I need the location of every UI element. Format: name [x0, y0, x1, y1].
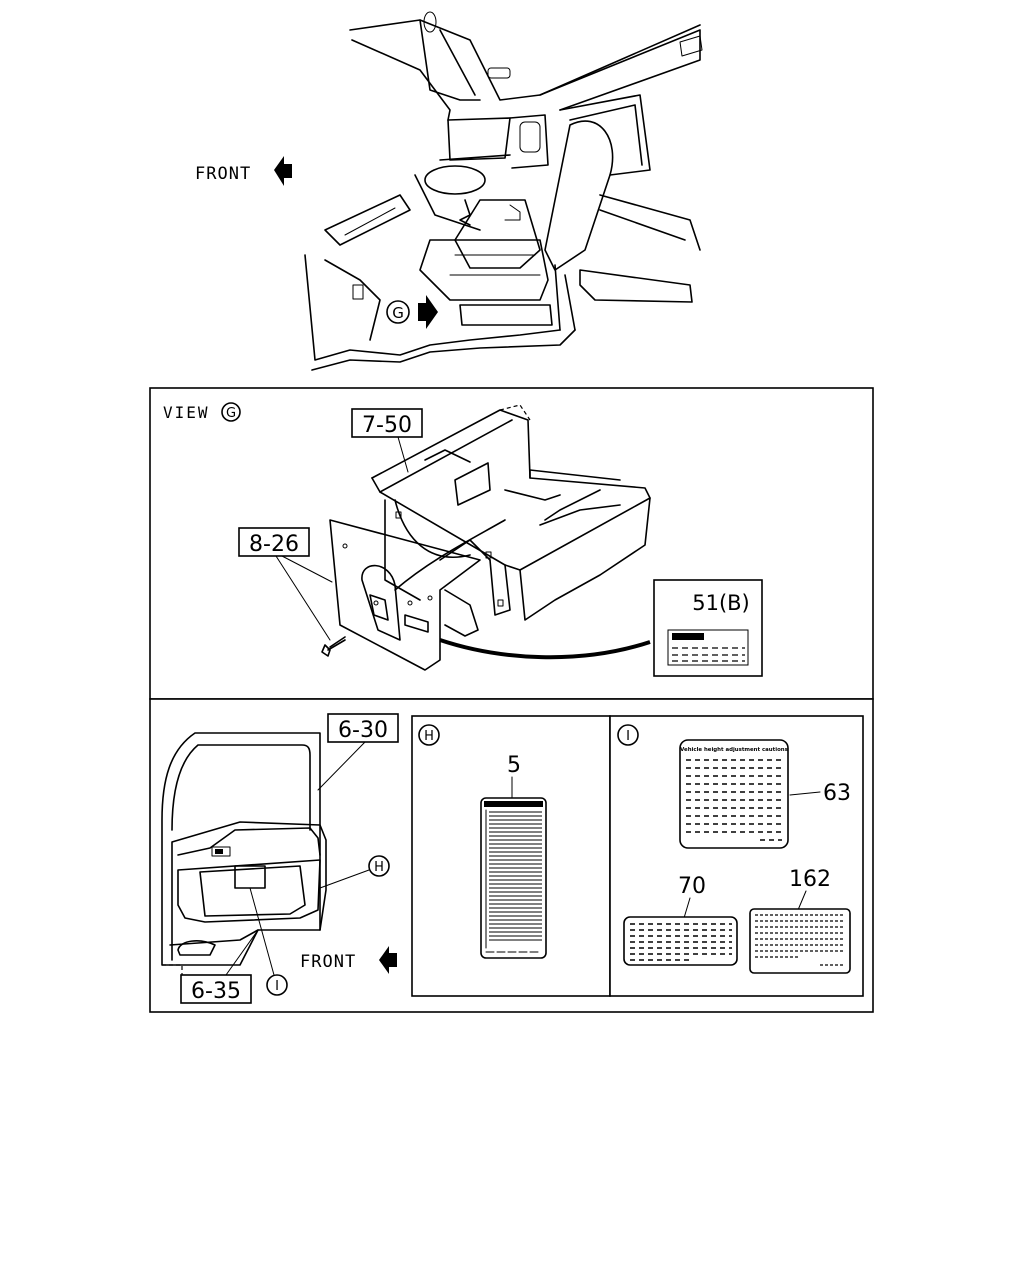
leader-i	[249, 887, 275, 976]
view-g-title-marker-letter: G	[226, 406, 236, 421]
detail-i-marker-circle	[617, 724, 639, 746]
door-illustration	[161, 732, 327, 995]
front-label-bottom: FRONT	[300, 952, 356, 972]
decal-63-header: Vehicle height adjustment cautions	[680, 747, 788, 753]
leader-h	[319, 869, 370, 889]
detail-h-marker-circle	[418, 724, 440, 746]
ref-label-7-50: 7-50	[362, 413, 412, 438]
ref-box-8-26	[238, 527, 310, 557]
decal-51b-lines	[672, 647, 745, 662]
ref-label-6-35: 6-35	[191, 979, 241, 1004]
view-g-title: VIEW	[163, 403, 210, 422]
door-h-marker-circle	[368, 855, 390, 877]
leader-8-26-a	[275, 555, 331, 641]
decal-70-lines	[630, 923, 732, 961]
front-label-top: FRONT	[195, 164, 251, 184]
decal-63-lines	[686, 759, 782, 841]
cab-interior-illustration	[304, 11, 703, 371]
decal-5	[480, 797, 547, 959]
leader-162	[797, 890, 807, 911]
detail-h-marker-letter: H	[424, 729, 434, 744]
leader-51b-curve	[439, 638, 651, 660]
ref-box-7-50	[351, 408, 423, 438]
front-arrow-top-icon	[274, 156, 292, 186]
leader-6-35	[225, 929, 259, 976]
leader-70	[683, 897, 691, 919]
floor-frame-illustration	[321, 404, 651, 671]
detail-i-marker-letter: I	[626, 729, 630, 744]
door-h-marker-letter: H	[374, 860, 384, 875]
decal-5-header	[484, 801, 543, 807]
leader-8-26-b	[281, 555, 333, 583]
ref-label-6-30: 6-30	[338, 718, 388, 743]
decal-162	[749, 908, 851, 974]
part-label-70: 70	[678, 874, 706, 899]
view-g-title-marker-circle	[221, 402, 241, 422]
front-arrow-bottom-icon	[379, 946, 397, 974]
leader-63	[789, 791, 821, 796]
decal-5-lines	[489, 811, 542, 941]
decal-70	[623, 916, 738, 966]
part-label-63: 63	[823, 781, 851, 806]
part-label-51b: 51(B)	[692, 591, 750, 615]
ref-box-6-30	[327, 713, 399, 743]
leader-6-30	[317, 741, 366, 791]
view-g-marker-circle	[386, 300, 410, 324]
decal-162-lines	[755, 914, 845, 966]
view-g-marker-letter: G	[392, 304, 404, 322]
view-g-arrow-icon	[418, 295, 438, 329]
part-label-162: 162	[789, 867, 831, 892]
door-i-marker-letter: I	[275, 979, 279, 994]
ref-box-6-35	[180, 974, 252, 1004]
ref-label-8-26: 8-26	[249, 532, 299, 557]
door-i-marker-circle	[266, 974, 288, 996]
leader-7-50	[397, 436, 409, 473]
decal-51b-header	[672, 633, 704, 640]
part-label-5: 5	[507, 753, 521, 778]
decal-63	[679, 739, 789, 849]
